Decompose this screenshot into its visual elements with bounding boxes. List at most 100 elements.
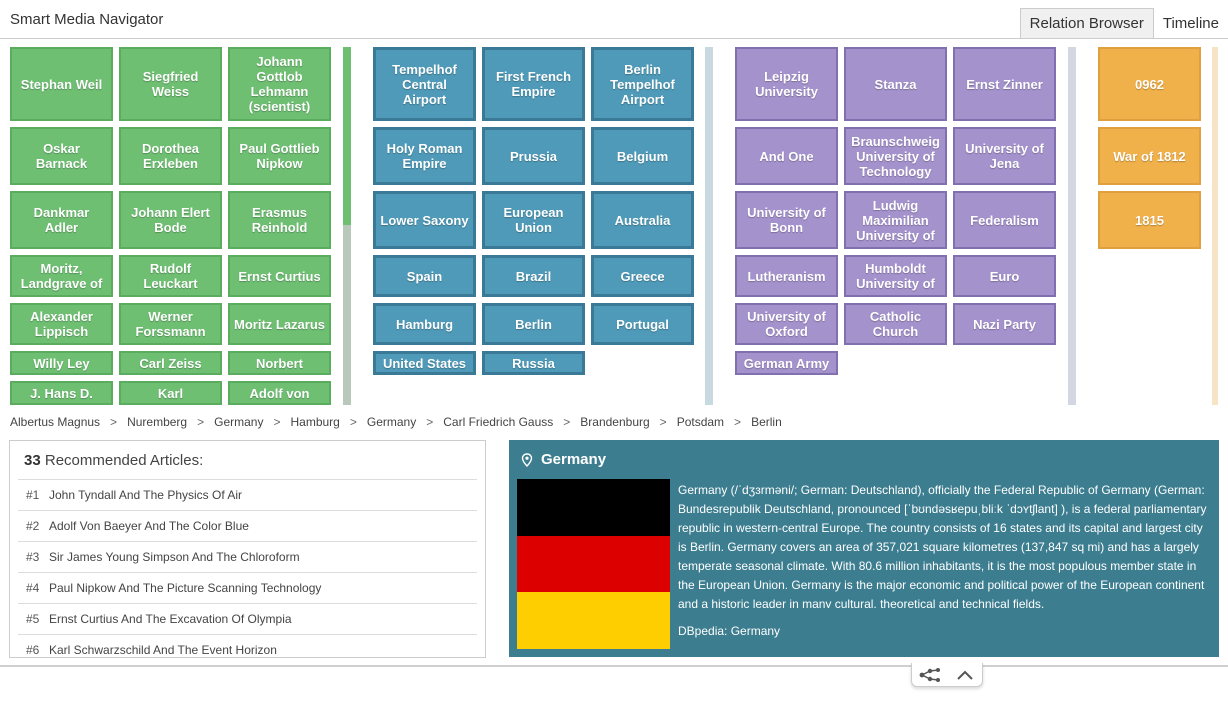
tile-label: Alexander Lippisch [30, 309, 93, 339]
tile-berlin[interactable]: Berlin [482, 303, 585, 345]
tile-and-one[interactable]: And One [735, 127, 838, 185]
tile-stephan-weil[interactable]: Stephan Weil [10, 47, 113, 121]
tile-university-of-oxford[interactable]: University of Oxford [735, 303, 838, 345]
tile-nazi-party[interactable]: Nazi Party [953, 303, 1056, 345]
tab-relation-browser[interactable]: Relation Browser [1019, 8, 1154, 38]
graph-view-button[interactable] [918, 666, 942, 684]
persons-scrollbar-thumb[interactable] [343, 47, 351, 225]
organizations-scrollbar[interactable] [1068, 47, 1076, 405]
article-title: Karl Schwarzschild And The Event Horizon [49, 643, 277, 657]
tile-lutheranism[interactable]: Lutheranism [735, 255, 838, 297]
entity-flag-image [517, 479, 670, 650]
tile-russia[interactable]: Russia [482, 351, 585, 375]
tile-norbert[interactable]: Norbert [228, 351, 331, 375]
tile-adolf-von[interactable]: Adolf von [228, 381, 331, 405]
tile-stanza[interactable]: Stanza [844, 47, 947, 121]
tile-australia[interactable]: Australia [591, 191, 694, 249]
tile-j-hans-d[interactable]: J. Hans D. [10, 381, 113, 405]
tile-label: Oskar Barnack [35, 141, 88, 171]
tile-federalism[interactable]: Federalism [953, 191, 1056, 249]
tile-united-states[interactable]: United States [373, 351, 476, 375]
tile-label: Johann Elert Bode [131, 205, 210, 235]
tile-dankmar-adler[interactable]: Dankmar Adler [10, 191, 113, 249]
tile-european-union[interactable]: European Union [482, 191, 585, 249]
tile-alexander-lippisch[interactable]: Alexander Lippisch [10, 303, 113, 345]
tile-brazil[interactable]: Brazil [482, 255, 585, 297]
places-scrollbar[interactable] [705, 47, 713, 405]
tab-timeline[interactable]: Timeline [1162, 14, 1219, 32]
tile-ernst-zinner[interactable]: Ernst Zinner [953, 47, 1056, 121]
tile-label: Australia [614, 212, 671, 228]
tile-braunschweig-university-of-technology[interactable]: Braunschweig University of Technology [844, 127, 947, 185]
breadcrumb-item[interactable]: Brandenburg [580, 415, 650, 429]
tile-werner-forssmann[interactable]: Werner Forssmann [119, 303, 222, 345]
tile-label: Belgium [616, 148, 669, 164]
header-divider [0, 38, 1228, 39]
entity-source-link[interactable]: DBpedia: Germany [678, 624, 781, 638]
tile-euro[interactable]: Euro [953, 255, 1056, 297]
tile-greece[interactable]: Greece [591, 255, 694, 297]
tile-label: Ernst Curtius [238, 268, 321, 284]
tile-siegfried-weiss[interactable]: Siegfried Weiss [119, 47, 222, 121]
tile-hamburg[interactable]: Hamburg [373, 303, 476, 345]
entity-title: Germany [541, 451, 607, 468]
tile-humboldt-university-of[interactable]: Humboldt University of [844, 255, 947, 297]
collapse-panel-button[interactable] [953, 666, 977, 684]
tile-holy-roman-empire[interactable]: Holy Roman Empire [373, 127, 476, 185]
breadcrumb-item[interactable]: Germany [366, 415, 417, 429]
tile-carl-zeiss[interactable]: Carl Zeiss [119, 351, 222, 375]
tile-belgium[interactable]: Belgium [591, 127, 694, 185]
breadcrumb-item[interactable]: Germany [214, 415, 264, 429]
tile-berlin-tempelhof-airport[interactable]: Berlin Tempelhof Airport [591, 47, 694, 121]
tile-johann-elert-bode[interactable]: Johann Elert Bode [119, 191, 222, 249]
tile-ludwig-maximilian-university-of[interactable]: Ludwig Maximilian University of [844, 191, 947, 249]
tile-spain[interactable]: Spain [373, 255, 476, 297]
bottom-divider [0, 665, 1228, 667]
article-rank: #5 [26, 612, 40, 626]
tile-rudolf-leuckart[interactable]: Rudolf Leuckart [119, 255, 222, 297]
map-pin-icon [521, 452, 533, 467]
tile-paul-gottlieb-nipkow[interactable]: Paul Gottlieb Nipkow [228, 127, 331, 185]
tile-tempelhof-central-airport[interactable]: Tempelhof Central Airport [373, 47, 476, 121]
tile-ernst-curtius[interactable]: Ernst Curtius [228, 255, 331, 297]
persons-scrollbar[interactable] [343, 47, 351, 405]
breadcrumb-item[interactable]: Albertus Magnus [10, 415, 101, 429]
tile-0962[interactable]: 0962 [1098, 47, 1201, 121]
breadcrumb-item[interactable]: Nuremberg [127, 415, 188, 429]
tile-leipzig-university[interactable]: Leipzig University [735, 47, 838, 121]
tile-university-of-jena[interactable]: University of Jena [953, 127, 1056, 185]
tile-1815[interactable]: 1815 [1098, 191, 1201, 249]
tile-oskar-barnack[interactable]: Oskar Barnack [10, 127, 113, 185]
tile-erasmus-reinhold[interactable]: Erasmus Reinhold [228, 191, 331, 249]
breadcrumb-item[interactable]: Berlin [751, 415, 782, 429]
tile-prussia[interactable]: Prussia [482, 127, 585, 185]
breadcrumb-item[interactable]: Hamburg [290, 415, 340, 429]
breadcrumb-item[interactable]: Potsdam [676, 415, 725, 429]
tile-moritz-landgrave-of[interactable]: Moritz, Landgrave of [10, 255, 113, 297]
tile-willy-ley[interactable]: Willy Ley [10, 351, 113, 375]
tile-portugal[interactable]: Portugal [591, 303, 694, 345]
tile-karl[interactable]: Karl [119, 381, 222, 405]
tile-moritz-lazarus[interactable]: Moritz Lazarus [228, 303, 331, 345]
tile-german-army[interactable]: German Army [735, 351, 838, 375]
breadcrumb-item[interactable]: Carl Friedrich Gauss [443, 415, 554, 429]
tile-first-french-empire[interactable]: First French Empire [482, 47, 585, 121]
breadcrumb-separator: > [659, 415, 667, 429]
tile-label: Karl [157, 385, 184, 401]
bottom-toolbar [911, 663, 983, 687]
tile-johann-gottlob-lehmann-scientist[interactable]: Johann Gottlob Lehmann (scientist) [228, 47, 331, 121]
tile-lower-saxony[interactable]: Lower Saxony [373, 191, 476, 249]
events-scrollbar[interactable] [1212, 47, 1218, 405]
tile-catholic-church[interactable]: Catholic Church [844, 303, 947, 345]
tile-war-of-1812[interactable]: War of 1812 [1098, 127, 1201, 185]
tile-dorothea-erxleben[interactable]: Dorothea Erxleben [119, 127, 222, 185]
tile-university-of-bonn[interactable]: University of Bonn [735, 191, 838, 249]
